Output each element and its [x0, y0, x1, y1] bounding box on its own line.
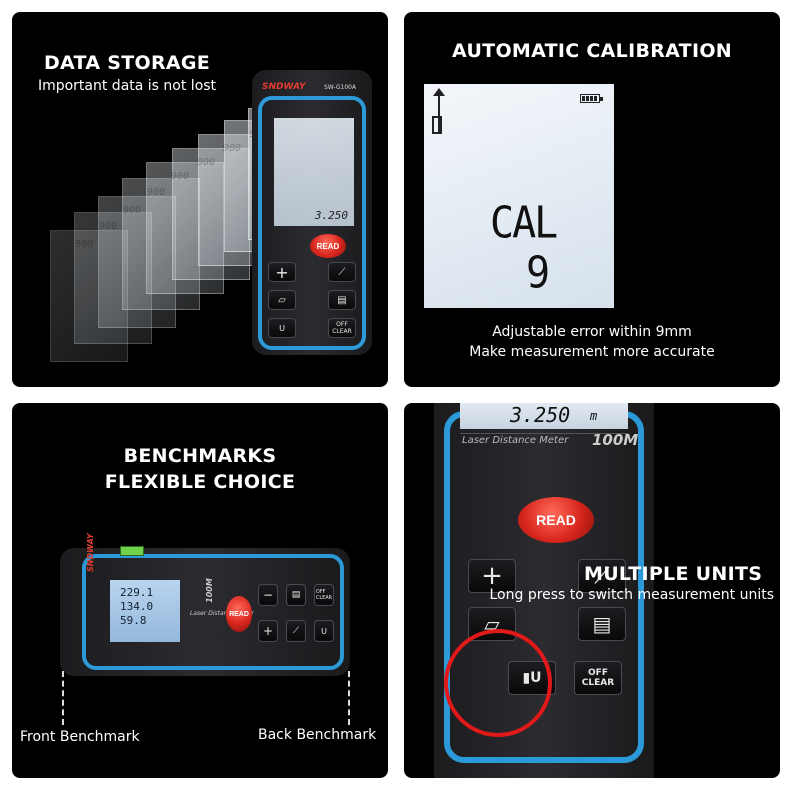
- benchmarks-title-1: BENCHMARKS: [123, 445, 277, 467]
- unit-key[interactable]: U: [268, 318, 296, 338]
- laser-meter-device: SNDWAY SW-G100A 3.250 READ + ⟋ ▱ ▤ U OFF…: [252, 70, 372, 355]
- reference-arrow-icon: [438, 92, 440, 132]
- memory-key[interactable]: ▤: [328, 290, 356, 310]
- memory-key[interactable]: ▤: [578, 607, 626, 641]
- read-button[interactable]: READ: [310, 234, 346, 258]
- calibration-title: AUTOMATIC CALIBRATION: [452, 40, 732, 62]
- cal-label: CAL: [490, 197, 558, 249]
- units-panel: 3.250 m Laser Distance Meter 100M READ +…: [404, 403, 780, 778]
- unit-key[interactable]: U: [314, 620, 334, 642]
- back-benchmark-line: [348, 671, 350, 725]
- plus-key[interactable]: +: [468, 559, 516, 593]
- laser-meter-horizontal: SNDWAY 229.1 134.0 59.8 Laser Distance M…: [60, 533, 350, 676]
- calibration-lcd: CAL 9: [424, 84, 614, 308]
- unit-key-highlight: [444, 629, 552, 737]
- calibration-panel: AUTOMATIC CALIBRATION CAL 9 Adjustable e…: [404, 12, 780, 387]
- off-clear-key[interactable]: OFF CLEAR: [574, 661, 622, 695]
- battery-icon: [580, 94, 603, 103]
- volume-key[interactable]: ▱: [268, 290, 296, 310]
- calibration-note-2: Make measurement more accurate: [469, 344, 715, 360]
- benchmarks-title-2: FLEXIBLE CHOICE: [104, 471, 296, 493]
- range-label: 100M: [592, 431, 639, 449]
- brand-logo: SNDWAY: [86, 533, 95, 572]
- minus-key[interactable]: −: [258, 584, 278, 606]
- back-benchmark-label: Back Benchmark: [258, 727, 377, 743]
- plus-key[interactable]: +: [268, 262, 296, 282]
- area-key[interactable]: ⟋: [578, 559, 626, 593]
- calibration-note-1: Adjustable error within 9mm: [492, 324, 692, 340]
- front-benchmark-line: [62, 671, 64, 725]
- range-label: 100M: [204, 578, 214, 603]
- memory-key[interactable]: ▤: [286, 584, 306, 606]
- area-key[interactable]: ⟋: [286, 620, 306, 642]
- front-benchmark-label: Front Benchmark: [20, 729, 140, 745]
- plus-key[interactable]: +: [258, 620, 278, 642]
- benchmarks-panel: BENCHMARKS FLEXIBLE CHOICE SNDWAY 229.1 …: [12, 403, 388, 778]
- storage-title: DATA STORAGE: [43, 52, 211, 74]
- units-subtitle: Long press to switch measurement units: [489, 587, 774, 603]
- device-position-icon: [432, 116, 442, 134]
- brand-logo: SNDWAY: [262, 82, 306, 92]
- area-key[interactable]: ⟋: [328, 262, 356, 282]
- off-clear-key[interactable]: OFF CLEAR: [328, 318, 356, 338]
- device-lcd: 3.250: [274, 118, 354, 226]
- storage-subtitle: Important data is not lost: [37, 78, 217, 94]
- device-lcd: 3.250 m: [460, 403, 628, 429]
- read-button[interactable]: READ: [226, 596, 252, 632]
- units-title: MULTIPLE UNITS: [584, 563, 763, 585]
- cal-value: 9: [526, 247, 551, 299]
- model-label: SW-G100A: [324, 84, 357, 91]
- device-label: Laser Distance Meter: [462, 435, 569, 446]
- device-lcd: 229.1 134.0 59.8: [110, 580, 180, 642]
- bubble-level-icon: [120, 546, 144, 556]
- data-storage-panel: DATA STORAGE Important data is not lost …: [12, 12, 388, 387]
- device-label: Laser Distance Meter: [190, 610, 254, 617]
- off-clear-key[interactable]: OFF CLEAR: [314, 584, 334, 606]
- read-button[interactable]: READ: [518, 497, 594, 543]
